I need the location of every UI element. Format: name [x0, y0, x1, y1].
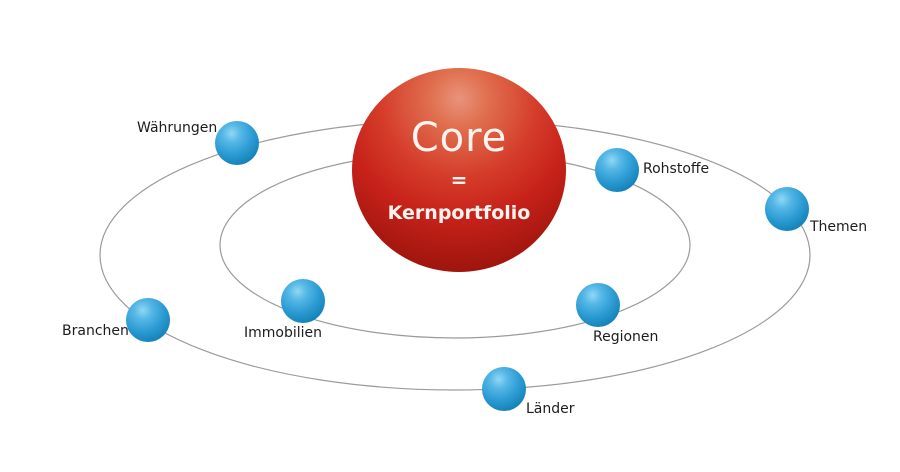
satellite-sphere-immobilien: [281, 279, 325, 323]
satellite-label-immobilien: Immobilien: [244, 325, 323, 341]
equals-sign: =: [450, 167, 468, 192]
satellite-sphere-waehrungen: [215, 121, 259, 165]
satellite-sphere-themen: [765, 187, 809, 231]
core-title: Core: [410, 114, 508, 161]
satellite-sphere-branchen: [126, 298, 170, 342]
core-subtitle: Kernportfolio: [387, 201, 531, 224]
satellite-label-themen: Themen: [810, 219, 868, 235]
satellite-sphere-regionen: [576, 283, 620, 327]
satellite-label-waehrungen: Währungen: [137, 120, 218, 136]
satellite-label-rohstoffe: Rohstoffe: [643, 161, 710, 177]
satellite-label-regionen: Regionen: [593, 329, 659, 345]
satellite-sphere-rohstoffe: [595, 148, 639, 192]
satellite-label-laender: Länder: [526, 401, 575, 417]
satellite-sphere-laender: [482, 367, 526, 411]
satellite-label-branchen: Branchen: [62, 323, 129, 339]
core-sphere: Core = Kernportfolio: [352, 68, 566, 272]
